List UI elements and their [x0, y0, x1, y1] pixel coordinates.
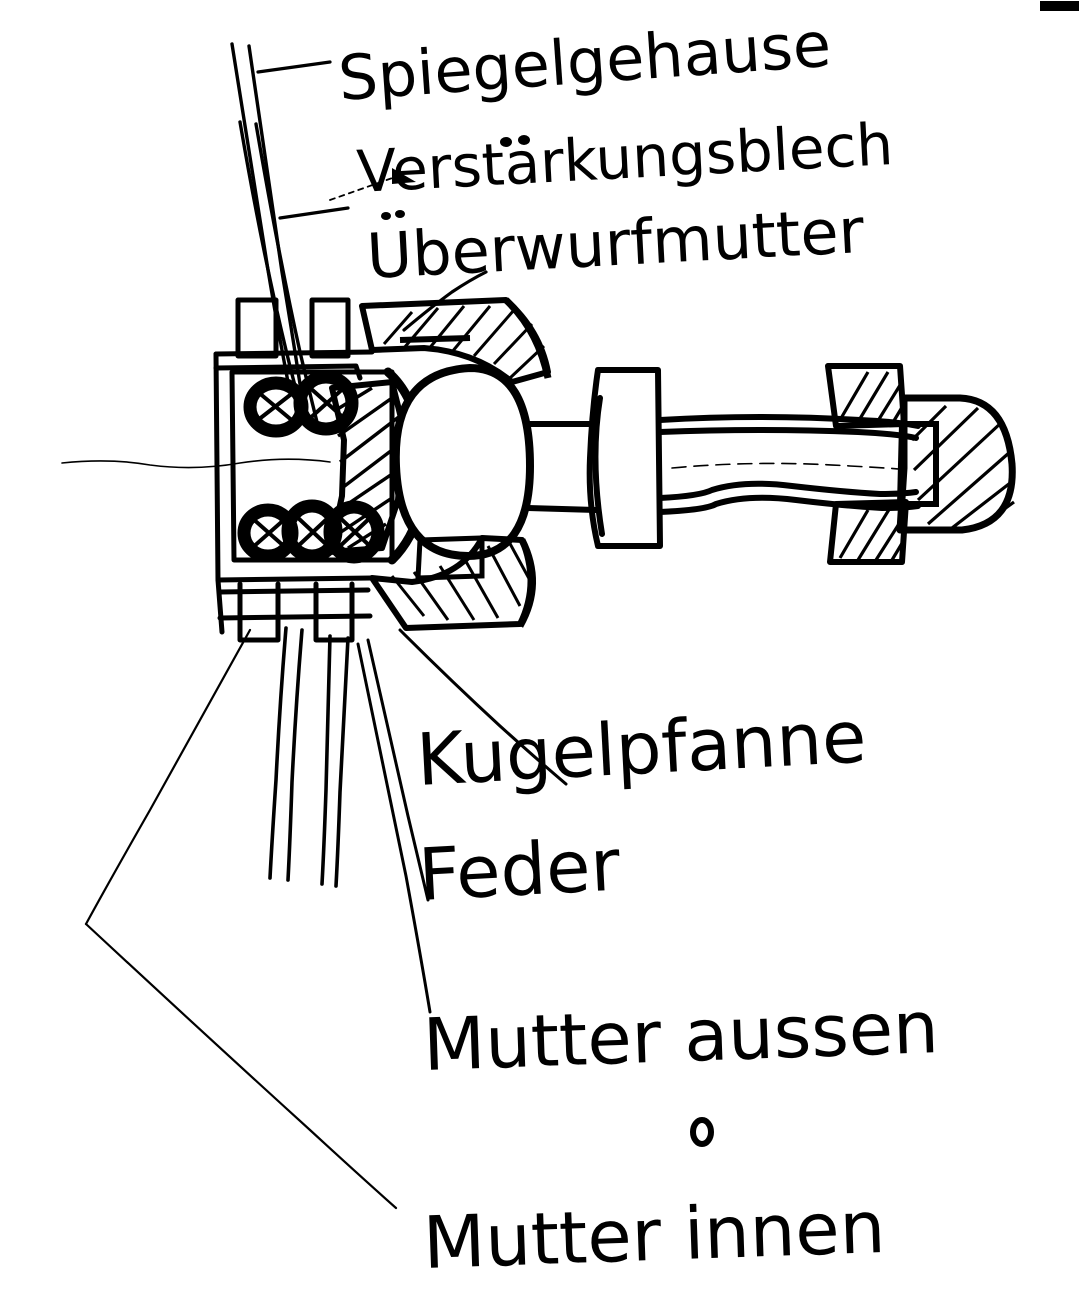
label-feder: Feder [416, 823, 622, 917]
ueberwurfmutter-wedge [359, 297, 552, 631]
kugel-ball [391, 364, 534, 560]
mutter-innen-hatched [825, 363, 909, 565]
leader-ueberwurfmutter [402, 270, 488, 332]
handwritten-labels: Spiegelgehause Verstarkungsblech Uberwur… [336, 8, 940, 1285]
label-mutter-aussen: Mutter aussen [422, 985, 940, 1087]
label-mutter-innen: Mutter innen [422, 1185, 887, 1285]
bolzen-shaft [525, 367, 921, 549]
mutter-aussen-hatched [896, 394, 1016, 534]
scan-artifact-bar [1040, 1, 1079, 11]
mittellinie [61, 458, 331, 469]
kleiner-punkt [690, 1117, 714, 1147]
leader-lines-top [230, 42, 416, 428]
umlaut-marks [381, 135, 530, 220]
leader-lines-bottom [84, 626, 568, 1210]
